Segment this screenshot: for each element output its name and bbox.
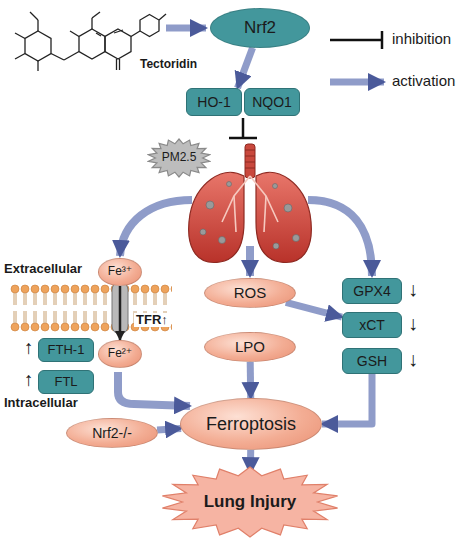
connector-arrow [238,48,253,88]
cell-membrane [10,282,172,334]
region-label: Intracellular [4,396,78,410]
decrease-arrow: ↓ [408,348,418,370]
connector-arrow [322,374,372,424]
ellipse-node: Nrf2 [210,8,310,48]
node-label: Lung Injury [204,492,297,512]
node-label: GPX4 [353,283,390,299]
node-label: HO-1 [197,94,230,110]
process-box: xCT [342,312,402,338]
process-box: FTL [38,370,94,394]
node-label: FTH-1 [48,343,85,358]
decrease-arrow: ↓ [408,312,418,334]
inhibition-bar [229,118,257,138]
ellipse-node: ROS [204,278,296,308]
starburst-node: PM2.5 [147,138,211,178]
legend-sample [330,79,384,86]
ellipse-node: LPO [204,332,296,362]
node-label: LPO [235,338,265,355]
connector-arrow [119,286,122,340]
node-label: ROS [234,284,267,301]
process-box: FTH-1 [38,338,94,362]
node-label: Nrf2 [244,18,276,38]
node-label: GSH [357,353,387,369]
ellipse-node: Ferroptosis [180,398,322,450]
node-label: NQO1 [252,94,292,110]
node-label: FTL [54,375,77,390]
ellipse-node: Fe³⁺ [98,258,143,286]
connector-arrow [286,302,342,317]
activation-arrow [166,25,206,32]
node-label: Nrf2-/- [92,425,132,441]
starburst-node: Lung Injury [160,466,340,538]
process-box: GSH [342,348,402,374]
process-box: NQO1 [244,88,300,116]
node-label: xCT [359,317,385,333]
increase-arrow: ↑ [24,338,34,359]
legend-text: activation [392,73,455,90]
increase-arrow: ↑ [24,370,34,391]
legend-text: inhibition [392,31,451,48]
connector-arrow [157,429,181,431]
compound-name: Tectoridin [140,58,197,71]
node-label: Ferroptosis [206,414,296,435]
ellipse-node: Nrf2-/- [66,418,158,448]
connector-arrow [247,362,255,398]
decrease-arrow: ↓ [408,278,418,300]
node-label: Fe²⁺ [108,347,132,361]
node-label: Fe³⁺ [108,265,132,279]
process-box: GPX4 [342,278,402,304]
receptor-label: TFR↑ [134,313,170,327]
legend-sample [330,31,382,49]
process-box: HO-1 [186,88,242,116]
node-label: PM2.5 [162,151,197,165]
ellipse-node: Fe²⁺ [98,340,143,368]
region-label: Extracellular [4,262,82,276]
